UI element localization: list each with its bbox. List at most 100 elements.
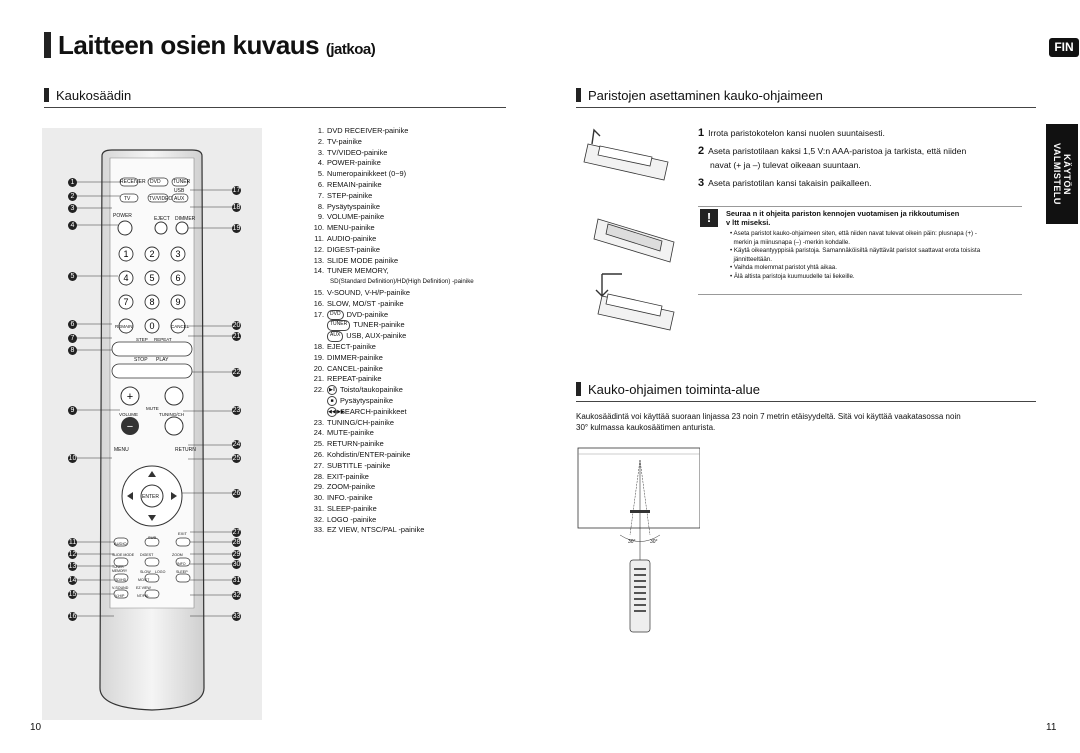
- svg-text:5: 5: [149, 273, 154, 283]
- legend-text: V-SOUND, V-H/P-painike: [327, 287, 410, 297]
- legend-item: 28.EXIT-painike: [300, 472, 515, 483]
- legend-text: TUNING/CH-painike: [327, 417, 394, 427]
- legend-text: STEP-painike: [327, 190, 373, 200]
- legend-item: 1.DVD RECEIVER-painike: [300, 126, 515, 137]
- legend-number: 31.: [313, 503, 324, 513]
- legend-button-icon: ◀◀ ▶▶: [327, 406, 345, 417]
- page-title: Laitteen osien kuvaus (jatkoa): [58, 30, 376, 61]
- svg-text:7: 7: [123, 297, 128, 307]
- legend-number: [300, 396, 327, 407]
- svg-text:3: 3: [175, 249, 180, 259]
- legend-text: POWER-painike: [327, 158, 381, 168]
- legend-item: 33.EZ VIEW, NTSC/PAL -painike: [300, 525, 515, 536]
- legend-number: 29.: [313, 482, 324, 492]
- title-accent-bar: [44, 32, 51, 58]
- legend-item: 27.SUBTITLE -painike: [300, 461, 515, 472]
- note-line: • Aseta paristot kauko-ohjaimeen siten, …: [730, 230, 977, 237]
- remote-label-enter: ENTER: [142, 494, 159, 500]
- remote-label-audio: AUDIO: [114, 541, 127, 546]
- page-subtitle: (jatkoa): [325, 41, 376, 58]
- step-text: Irrota paristokotelon kansi nuolen suunt…: [708, 128, 885, 138]
- legend-text: Toisto/taukopainike: [340, 385, 403, 395]
- note-line: • Vaihda molemmat paristot yhtä aikaa.: [730, 264, 837, 272]
- legend-button-tag: DVD: [327, 309, 344, 321]
- legend-item: 6.REMAIN-painike: [300, 180, 515, 191]
- legend-text: CANCEL-painike: [327, 363, 383, 373]
- section-accent-bar: [576, 382, 581, 396]
- legend-text: VOLUME-painike: [327, 212, 385, 222]
- callout-19: 19: [232, 224, 241, 233]
- svg-text:4: 4: [123, 273, 128, 283]
- legend-text: SLOW, MO/ST -painike: [327, 298, 404, 308]
- section-title-remote: Kaukosäädin: [56, 88, 132, 103]
- language-badge: FIN: [1049, 38, 1079, 57]
- callout-9: 9: [68, 406, 77, 415]
- legend-number: 15.: [313, 287, 324, 297]
- callout-28: 28: [232, 538, 241, 547]
- remote-label-volume: VOLUME: [119, 412, 139, 417]
- callout-15: 15: [68, 590, 77, 599]
- legend-text: REPEAT-painike: [327, 374, 382, 384]
- legend-text: Pysäytyspainike: [340, 395, 393, 405]
- legend-number: 16.: [313, 298, 324, 308]
- legend-number: 21.: [313, 374, 324, 384]
- legend-text: SD(Standard Definition)/HD(High Definiti…: [330, 278, 474, 286]
- callout-7: 7: [68, 334, 77, 343]
- legend-text: SLEEP-painike: [327, 503, 377, 513]
- legend-number: 30.: [313, 493, 324, 503]
- remote-label-tuner: TUNER: [173, 179, 191, 185]
- legend-item: 30.INFO.-painike: [300, 493, 515, 504]
- legend-number: 27.: [313, 460, 324, 470]
- legend-item: 8.Pysäytyspainike: [300, 202, 515, 213]
- legend-item: 16.SLOW, MO/ST -painike: [300, 299, 515, 310]
- callout-24: 24: [232, 440, 241, 449]
- warning-icon: !: [700, 209, 718, 227]
- callout-20: 20: [232, 321, 241, 330]
- legend-item: 10.MENU-painike: [300, 223, 515, 234]
- angle-left-label: 30°: [628, 539, 636, 545]
- remote-label-slow: SLOW: [140, 570, 151, 574]
- remote-label-stop: STOP: [134, 357, 148, 363]
- step-number: 3: [698, 177, 705, 189]
- callout-33: 33: [232, 612, 241, 621]
- battery-installation-illustration: [583, 128, 675, 331]
- remote-label-cancel: CANCEL: [171, 324, 190, 329]
- legend-text: DIMMER-painike: [327, 352, 383, 362]
- legend-item: 32.LOGO -painike: [300, 515, 515, 526]
- legend-text: Pysäytyspainike: [327, 201, 380, 211]
- legend-item: 23.TUNING/CH-painike: [300, 418, 515, 429]
- remote-label-sub: SUB: [148, 535, 157, 540]
- legend-text: DIGEST-painike: [327, 244, 380, 254]
- remote-label-exit: EXIT: [178, 531, 187, 536]
- legend-number: 17.: [313, 309, 324, 319]
- legend-number: 28.: [313, 471, 324, 481]
- legend-text: MENU-painike: [327, 223, 375, 233]
- svg-text:6: 6: [175, 273, 180, 283]
- remote-label-power: POWER: [113, 213, 132, 219]
- callout-4: 4: [68, 221, 77, 230]
- legend-number: 33.: [313, 525, 324, 535]
- callout-3: 3: [68, 204, 77, 213]
- legend-text: SEARCH-painikkeet: [340, 406, 407, 416]
- svg-text:1: 1: [123, 249, 128, 259]
- legend-item: 7.STEP-painike: [300, 191, 515, 202]
- legend-item: 13.SLIDE MODE painike: [300, 256, 515, 267]
- remote-label-usb: USB: [174, 188, 185, 194]
- legend-number: 26.: [313, 449, 324, 459]
- legend-text: REMAIN-painike: [327, 179, 382, 189]
- legend-button-tag: AUX: [327, 331, 344, 342]
- legend-number: 8.: [317, 201, 324, 211]
- callout-11: 11: [68, 538, 77, 547]
- legend-number: 18.: [313, 341, 324, 351]
- remote-label-tuner-memory: TUNER MEMORY: [112, 565, 128, 573]
- legend-item: 26.Kohdistin/ENTER-painike: [300, 450, 515, 461]
- remote-label-receiver: RECEIVER: [120, 179, 146, 185]
- step-number: 2: [698, 145, 705, 157]
- remote-label-eject: EJECT: [154, 216, 170, 222]
- legend-number: 22.: [313, 385, 324, 395]
- legend-item: 9.VOLUME-painike: [300, 212, 515, 223]
